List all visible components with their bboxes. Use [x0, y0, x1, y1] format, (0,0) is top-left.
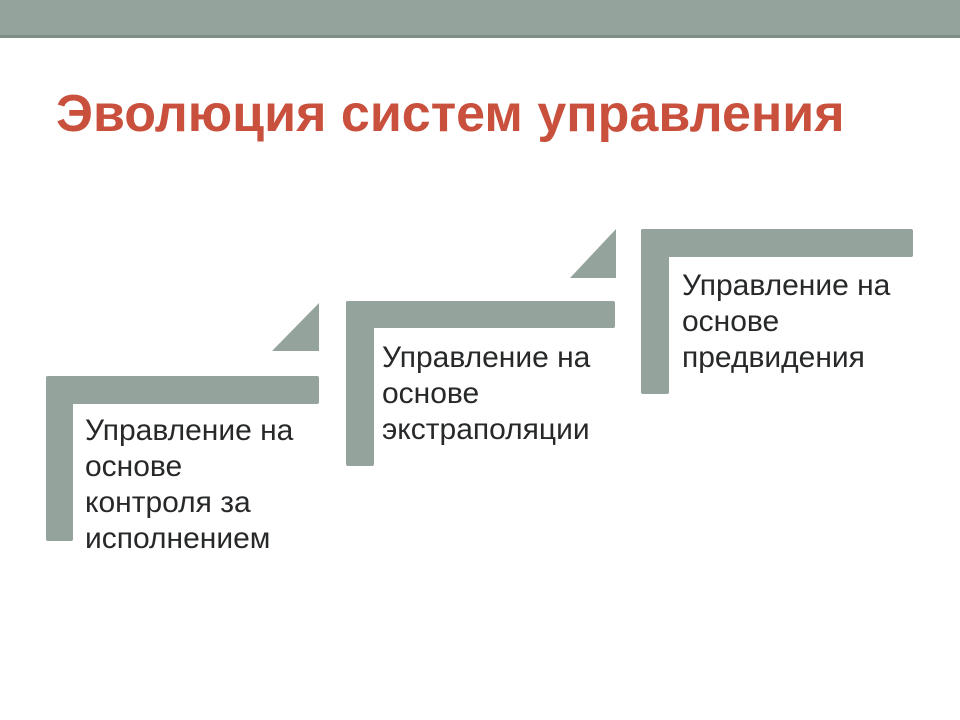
- header-accent-bar: [0, 0, 960, 38]
- step-1-label-line: контроля за: [85, 486, 251, 519]
- step-2-label-line: экстраполяции: [382, 413, 590, 446]
- step-1-label-line: основе: [85, 450, 183, 483]
- step-2-horizontal-bar: [346, 301, 615, 328]
- step-1-horizontal-bar: [46, 376, 319, 404]
- step-3-arrow-triangle-icon: [570, 229, 616, 278]
- slide-title: Эволюция систем управления: [56, 85, 845, 143]
- step-3-label-line: предвидения: [682, 341, 865, 374]
- step-2-vertical-arm: [346, 301, 374, 466]
- step-3-label: Управление на основе предвидения: [682, 268, 937, 376]
- step-2-label-line: основе: [382, 377, 480, 410]
- step-2-label-line: Управление на: [382, 341, 591, 374]
- step-3-horizontal-bar: [641, 229, 913, 257]
- step-2-arrow-triangle-icon: [272, 303, 319, 351]
- step-1-label-line: исполнением: [85, 522, 271, 555]
- step-3-vertical-arm: [641, 229, 669, 394]
- step-3-label-line: Управление на: [682, 269, 891, 302]
- step-2-label: Управление на основе экстраполяции: [382, 340, 632, 448]
- step-3-label-line: основе: [682, 305, 780, 338]
- step-1-label: Управление на основе контроля за исполне…: [85, 413, 340, 557]
- step-1-label-line: Управление на: [85, 414, 294, 447]
- step-1-vertical-arm: [46, 376, 73, 541]
